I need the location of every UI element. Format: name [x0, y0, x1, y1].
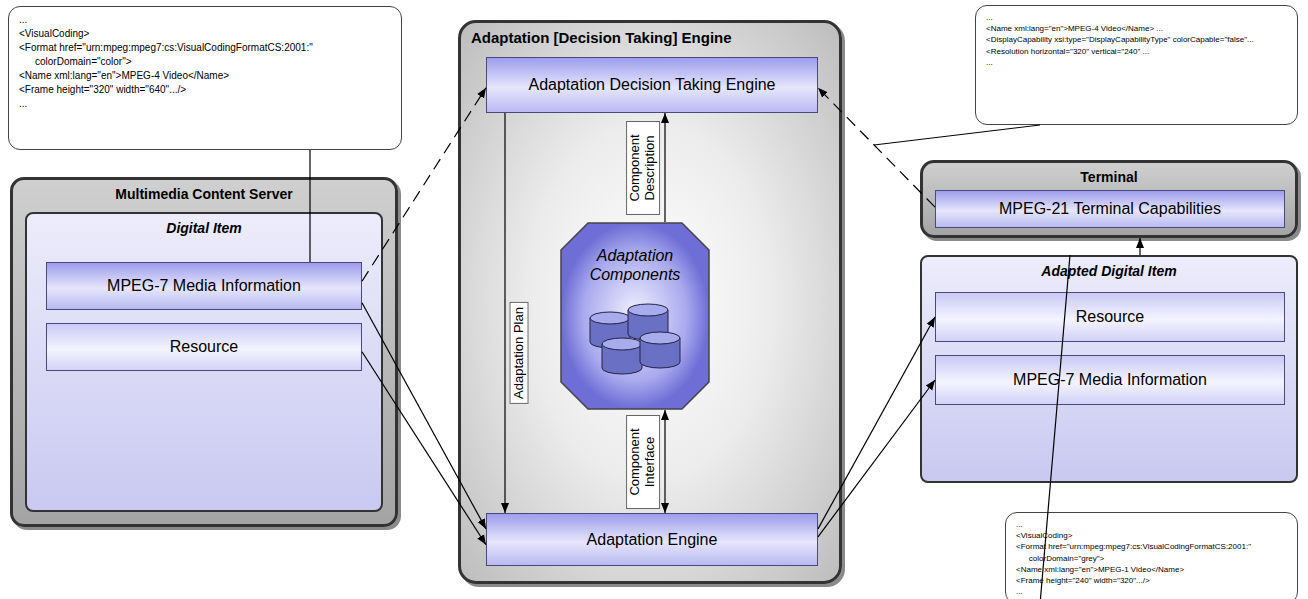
xml-line: ... — [1016, 586, 1287, 597]
metadata-box: MPEG-7 Media Information — [46, 262, 362, 310]
xml-line: ... — [986, 12, 1287, 23]
box-label: Adaptation Decision Taking Engine — [523, 76, 782, 94]
xml-line: <Format href="urn:mpeg:mpeg7:cs:VisualCo… — [1016, 541, 1287, 563]
xml-line: <Name xml:lang="en">MPEG-1 Video</Name> — [1016, 564, 1287, 575]
xml-line: ... — [986, 57, 1287, 68]
components-shape: Adaptation Components — [560, 222, 710, 410]
group-heading: Adapted Digital Item — [922, 257, 1296, 279]
leader-line — [874, 125, 1040, 145]
digital-item-box: Adapted Digital ItemResourceMPEG-7 Media… — [920, 255, 1298, 483]
xml-callout: ...<VisualCoding><Format href="urn:mpeg:… — [1005, 512, 1298, 599]
group-heading: Multimedia Content Server — [13, 180, 395, 202]
xml-callout: ...<Name xml:lang="en">MPEG-4 Video</Nam… — [975, 5, 1298, 125]
resource-box: Resource — [935, 292, 1285, 342]
arrow-connector — [1139, 238, 1140, 255]
xml-line: ... — [19, 97, 391, 111]
edge-group — [310, 88, 1140, 599]
arrow-connector — [504, 113, 505, 513]
box-label: Adaptation Components — [560, 246, 710, 284]
server-box: Multimedia Content ServerDigital ItemMPE… — [10, 177, 398, 527]
xml-line: <Frame height="320" width="640".../> — [19, 83, 391, 97]
xml-line: <Frame height="240" width="320".../> — [1016, 575, 1287, 586]
edge-label: Component Description — [626, 121, 660, 215]
component-cylinder — [640, 332, 680, 368]
xml-callout: ...<VisualCoding><Format href="urn:mpeg:… — [8, 6, 402, 150]
xml-line: <VisualCoding> — [1016, 530, 1287, 541]
arrow-connector — [362, 303, 486, 529]
box-label: MPEG-7 Media Information — [101, 277, 307, 295]
edge-label: Component Interface — [626, 415, 660, 509]
box-label: Adaptation Engine — [581, 531, 724, 549]
xml-line: <Format href="urn:mpeg:mpeg7:cs:VisualCo… — [19, 41, 391, 69]
xml-line: ... — [19, 13, 391, 27]
component-cylinder — [602, 338, 642, 374]
arrow-connector — [818, 317, 935, 529]
arrow-connector — [664, 410, 665, 513]
leader-line — [309, 150, 310, 262]
box-label: MPEG-21 Terminal Capabilities — [993, 200, 1227, 218]
box-label: Resource — [164, 338, 244, 356]
arrow-connector — [362, 352, 486, 545]
dashed-connector — [818, 88, 935, 207]
components-outline — [561, 223, 709, 409]
xml-line: <DisplayCapability xsi:type="DisplayCapa… — [986, 34, 1287, 45]
edge-label: Adaptation Plan — [510, 302, 529, 404]
metadata-box: MPEG-7 Media Information — [935, 355, 1285, 405]
process-box: Adaptation Engine — [486, 513, 818, 566]
arrow-connector — [818, 380, 935, 537]
group-heading: Terminal — [923, 163, 1295, 185]
leader-line — [1040, 255, 1070, 599]
group-heading: Digital Item — [27, 214, 381, 236]
xml-line: <Resolution horizontal="320" vertical="2… — [986, 46, 1287, 57]
resource-box: Resource — [46, 323, 362, 371]
process-box: Adaptation Decision Taking Engine — [486, 57, 818, 113]
xml-line: ... — [1016, 519, 1287, 530]
xml-line: <Name xml:lang="en">MPEG-4 Video</Name> … — [986, 23, 1287, 34]
xml-line: <VisualCoding> — [19, 27, 391, 41]
box-label: Resource — [1070, 308, 1150, 326]
terminal-box: TerminalMPEG-21 Terminal Capabilities — [920, 160, 1298, 238]
xml-line: <Name xml:lang="en">MPEG-4 Video</Name> — [19, 69, 391, 83]
capabilities-box: MPEG-21 Terminal Capabilities — [935, 190, 1285, 228]
dashed-connector — [362, 88, 486, 281]
group-heading: Adaptation [Decision Taking] Engine — [461, 23, 839, 46]
arrow-connector — [664, 113, 665, 222]
digital-item-box: Digital ItemMPEG-7 Media InformationReso… — [25, 212, 383, 512]
box-label: MPEG-7 Media Information — [1007, 371, 1213, 389]
